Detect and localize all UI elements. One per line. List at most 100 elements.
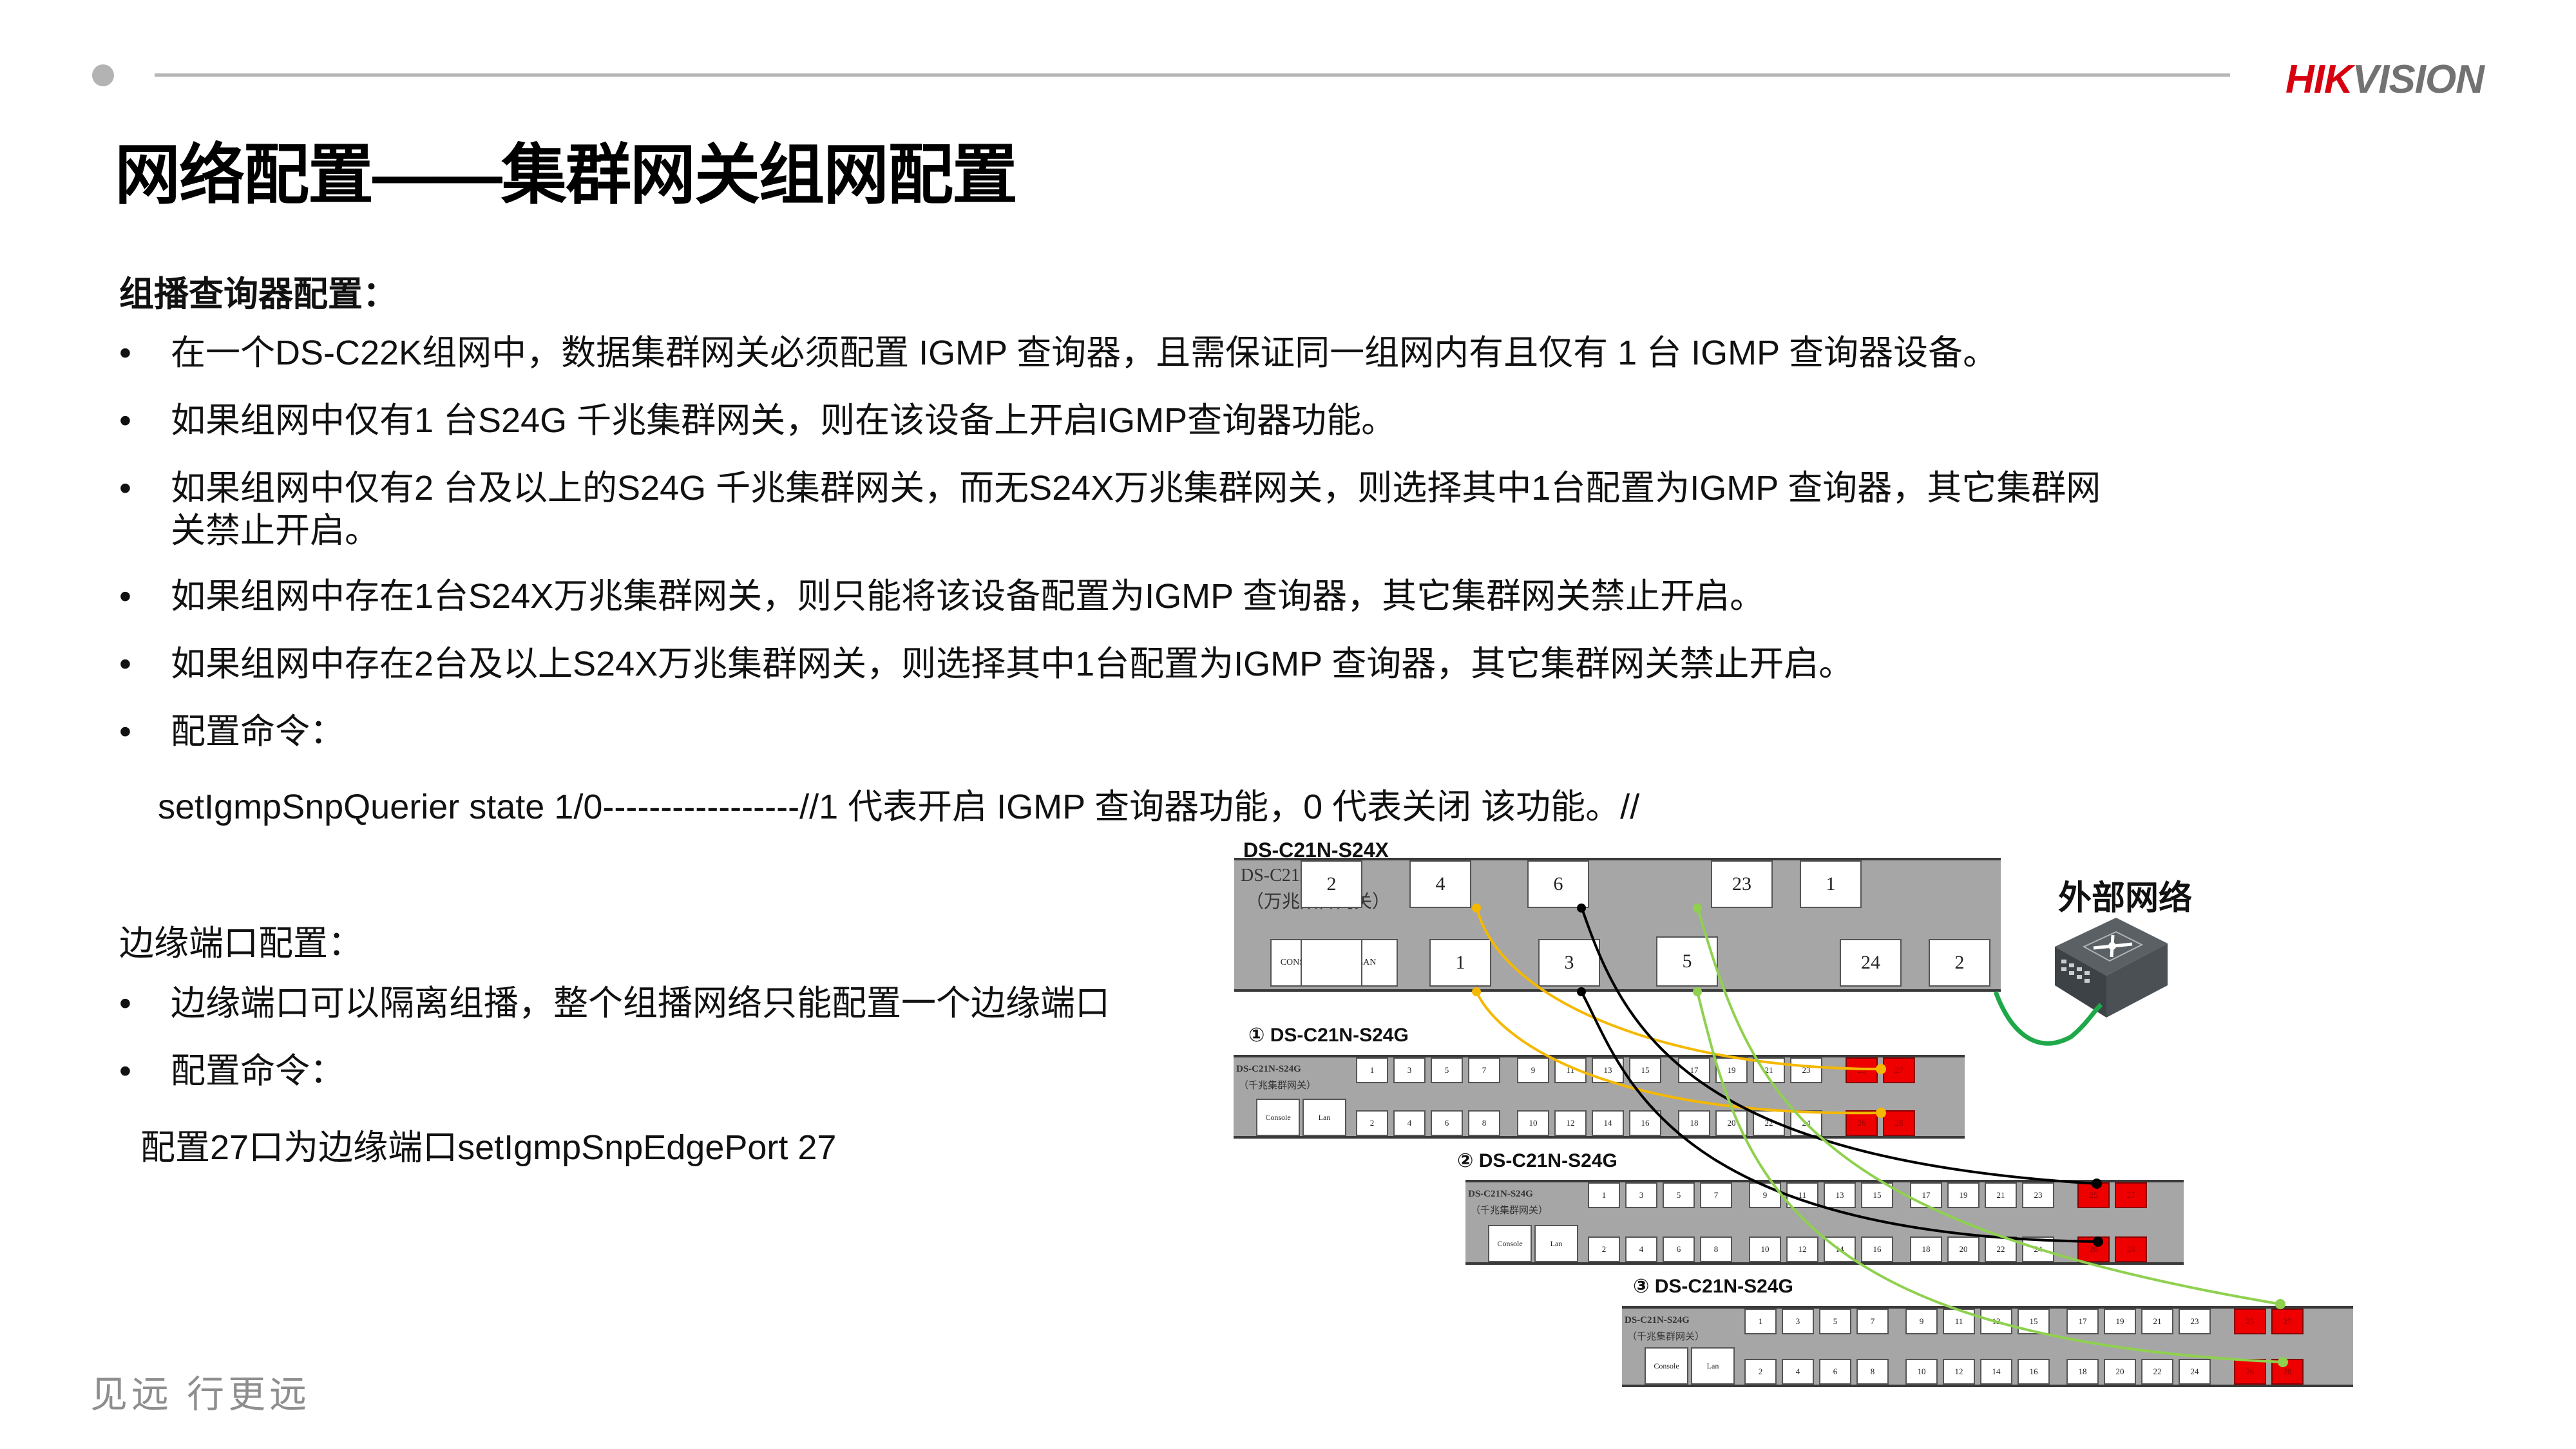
sub-port-21: 21 bbox=[1985, 1182, 2017, 1208]
sub-port-22: 22 bbox=[1985, 1236, 2017, 1262]
sub-port-22: 22 bbox=[1753, 1110, 1785, 1136]
sub-port-4: 4 bbox=[1625, 1236, 1657, 1262]
sub-port-2: 2 bbox=[1744, 1359, 1777, 1385]
sub-port-14: 14 bbox=[1592, 1110, 1624, 1136]
sub-port-8: 8 bbox=[1468, 1110, 1500, 1136]
sub-port-12: 12 bbox=[1943, 1359, 1975, 1385]
bullet-text: 如果组网中仅有2 台及以上的S24G 千兆集群网关，而无S24X万兆集群网关，则… bbox=[171, 469, 2101, 507]
sub-switch-model: DS-C21N-S24G bbox=[1468, 1189, 1533, 1199]
sub-port-24: 24 bbox=[2022, 1236, 2054, 1262]
sub-port-11: 11 bbox=[1786, 1182, 1818, 1208]
main-switch: DS-C21N-S24X （万兆集群网关） 2 4 6 23 1 CONSOLE… bbox=[1234, 858, 2001, 992]
sub-port-14: 14 bbox=[1980, 1359, 2012, 1385]
sub-port-27: 27 bbox=[1883, 1057, 1915, 1083]
sub-port-2: 2 bbox=[1356, 1110, 1388, 1136]
sub-port-8: 8 bbox=[1856, 1359, 1889, 1385]
main-port-bottom-5: 5 bbox=[1656, 936, 1718, 987]
sub-port-28: 28 bbox=[2271, 1359, 2304, 1385]
querier-bullet-3: •如果组网中仅有2 台及以上的S24G 千兆集群网关，而无S24X万兆集群网关，… bbox=[119, 467, 2101, 552]
sub-port-console: Console bbox=[1488, 1225, 1532, 1262]
logo-vision: VISION bbox=[2352, 57, 2485, 102]
sub-port-5: 5 bbox=[1663, 1182, 1695, 1208]
sub-port-13: 13 bbox=[1980, 1309, 2012, 1334]
sub-port-25: 25 bbox=[2234, 1309, 2266, 1334]
bullet-text: 如果组网中存在2台及以上S24X万兆集群网关，则选择其中1台配置为IGMP 查询… bbox=[171, 645, 1854, 683]
sub-port-3: 3 bbox=[1625, 1182, 1657, 1208]
querier-bullet-2: •如果组网中仅有1 台S24G 千兆集群网关，则在该设备上开启IGMP查询器功能… bbox=[119, 399, 1397, 442]
sub-port-23: 23 bbox=[1790, 1057, 1822, 1083]
page-title: 网络配置——集群网关组网配置 bbox=[115, 138, 1018, 212]
sub-port-20: 20 bbox=[1947, 1236, 1980, 1262]
sub-port-27: 27 bbox=[2271, 1309, 2304, 1334]
sub-switch-3-title: ③ DS-C21N-S24G bbox=[1633, 1276, 1793, 1297]
sub-switch-model: DS-C21N-S24G bbox=[1625, 1315, 1690, 1325]
sub-port-14: 14 bbox=[1824, 1236, 1856, 1262]
sub-port-19: 19 bbox=[2104, 1309, 2136, 1334]
decorative-dot bbox=[92, 64, 114, 86]
hikvision-logo: HIKVISION bbox=[2285, 57, 2485, 102]
main-port-bottom-2: 2 bbox=[1929, 939, 1990, 987]
bullet-text-cont: 关禁止开启。 bbox=[171, 511, 379, 550]
sub-port-2: 2 bbox=[1588, 1236, 1620, 1262]
sub-port-20: 20 bbox=[1715, 1110, 1748, 1136]
sub-port-15: 15 bbox=[1861, 1182, 1893, 1208]
querier-command: setIgmpSnpQuerier state 1/0-------------… bbox=[158, 788, 1640, 826]
sub-port-26: 26 bbox=[2234, 1359, 2266, 1385]
sub-port-22: 22 bbox=[2141, 1359, 2173, 1385]
sub-port-15: 15 bbox=[1629, 1057, 1661, 1083]
sub-port-18: 18 bbox=[2066, 1359, 2099, 1385]
sub-port-16: 16 bbox=[1629, 1110, 1661, 1136]
querier-bullet-5: • 如果组网中存在2台及以上S24X万兆集群网关，则选择其中1台配置为IGMP 查… bbox=[119, 643, 1854, 685]
sub-port-7: 7 bbox=[1856, 1309, 1889, 1334]
sub-port-16: 16 bbox=[1861, 1236, 1893, 1262]
sub-port-13: 13 bbox=[1824, 1182, 1856, 1208]
sub-port-26: 26 bbox=[1846, 1110, 1878, 1136]
external-switch-icon bbox=[2055, 918, 2168, 1018]
sub-port-15: 15 bbox=[2018, 1309, 2050, 1334]
sub-port-17: 17 bbox=[1678, 1057, 1710, 1083]
sub-switch-desc: （千兆集群网关） bbox=[1627, 1332, 1705, 1342]
bullet-text: 如果组网中仅有1 台S24G 千兆集群网关，则在该设备上开启IGMP查询器功能。 bbox=[171, 401, 1397, 440]
bullet-icon: • bbox=[119, 1052, 131, 1090]
sub-port-lan: Lan bbox=[1691, 1347, 1735, 1385]
edge-command: 配置27口为边缘端口setIgmpSnpEdgePort 27 bbox=[140, 1128, 837, 1167]
sub-port-23: 23 bbox=[2179, 1309, 2211, 1334]
querier-heading: 组播查询器配置： bbox=[119, 275, 397, 314]
querier-bullet-6: •配置命令： bbox=[119, 710, 345, 753]
sub-port-5: 5 bbox=[1819, 1309, 1851, 1334]
sub-port-1: 1 bbox=[1356, 1057, 1388, 1083]
bullet-text: 如果组网中存在1台S24X万兆集群网关，则只能将该设备配置为IGMP 查询器，其… bbox=[171, 577, 1765, 616]
sub-port-6: 6 bbox=[1663, 1236, 1695, 1262]
sub-port-12: 12 bbox=[1554, 1110, 1587, 1136]
sub-port-3: 3 bbox=[1782, 1309, 1814, 1334]
sub-port-lan: Lan bbox=[1534, 1225, 1578, 1262]
sub-switch-desc: （千兆集群网关） bbox=[1471, 1206, 1549, 1216]
footer-slogan: 见远 行更远 bbox=[90, 1374, 311, 1416]
sub-port-13: 13 bbox=[1592, 1057, 1624, 1083]
sub-port-8: 8 bbox=[1700, 1236, 1732, 1262]
sub-port-console: Console bbox=[1645, 1347, 1688, 1385]
sub-port-9: 9 bbox=[1905, 1309, 1938, 1334]
sub-port-9: 9 bbox=[1517, 1057, 1549, 1083]
sub-port-19: 19 bbox=[1947, 1182, 1980, 1208]
querier-bullet-1: •在一个DS-C22K组网中，数据集群网关必须配置 IGMP 查询器，且需保证同… bbox=[119, 332, 1998, 374]
main-port-top-23: 23 bbox=[1711, 860, 1773, 908]
sub-port-19: 19 bbox=[1715, 1057, 1748, 1083]
main-port-top-2: 2 bbox=[1301, 860, 1362, 908]
sub-port-10: 10 bbox=[1517, 1110, 1549, 1136]
sub-port-3: 3 bbox=[1393, 1057, 1426, 1083]
sub-port-lan: Lan bbox=[1302, 1099, 1346, 1136]
main-port-bottom-24: 24 bbox=[1840, 939, 1902, 987]
querier-bullet-4: •如果组网中存在1台S24X万兆集群网关，则只能将该设备配置为IGMP 查询器，… bbox=[119, 575, 1765, 618]
sub-port-20: 20 bbox=[2104, 1359, 2136, 1385]
main-port-top-1: 1 bbox=[1800, 860, 1862, 908]
sub-port-9: 9 bbox=[1749, 1182, 1781, 1208]
bullet-icon: • bbox=[119, 645, 131, 683]
sub-switch-2-title: ② DS-C21N-S24G bbox=[1457, 1150, 1617, 1171]
external-network-label: 外部网络 bbox=[2058, 880, 2193, 917]
bullet-icon: • bbox=[119, 712, 131, 751]
sub-switch-desc: （千兆集群网关） bbox=[1239, 1081, 1317, 1091]
bullet-icon: • bbox=[119, 984, 131, 1023]
